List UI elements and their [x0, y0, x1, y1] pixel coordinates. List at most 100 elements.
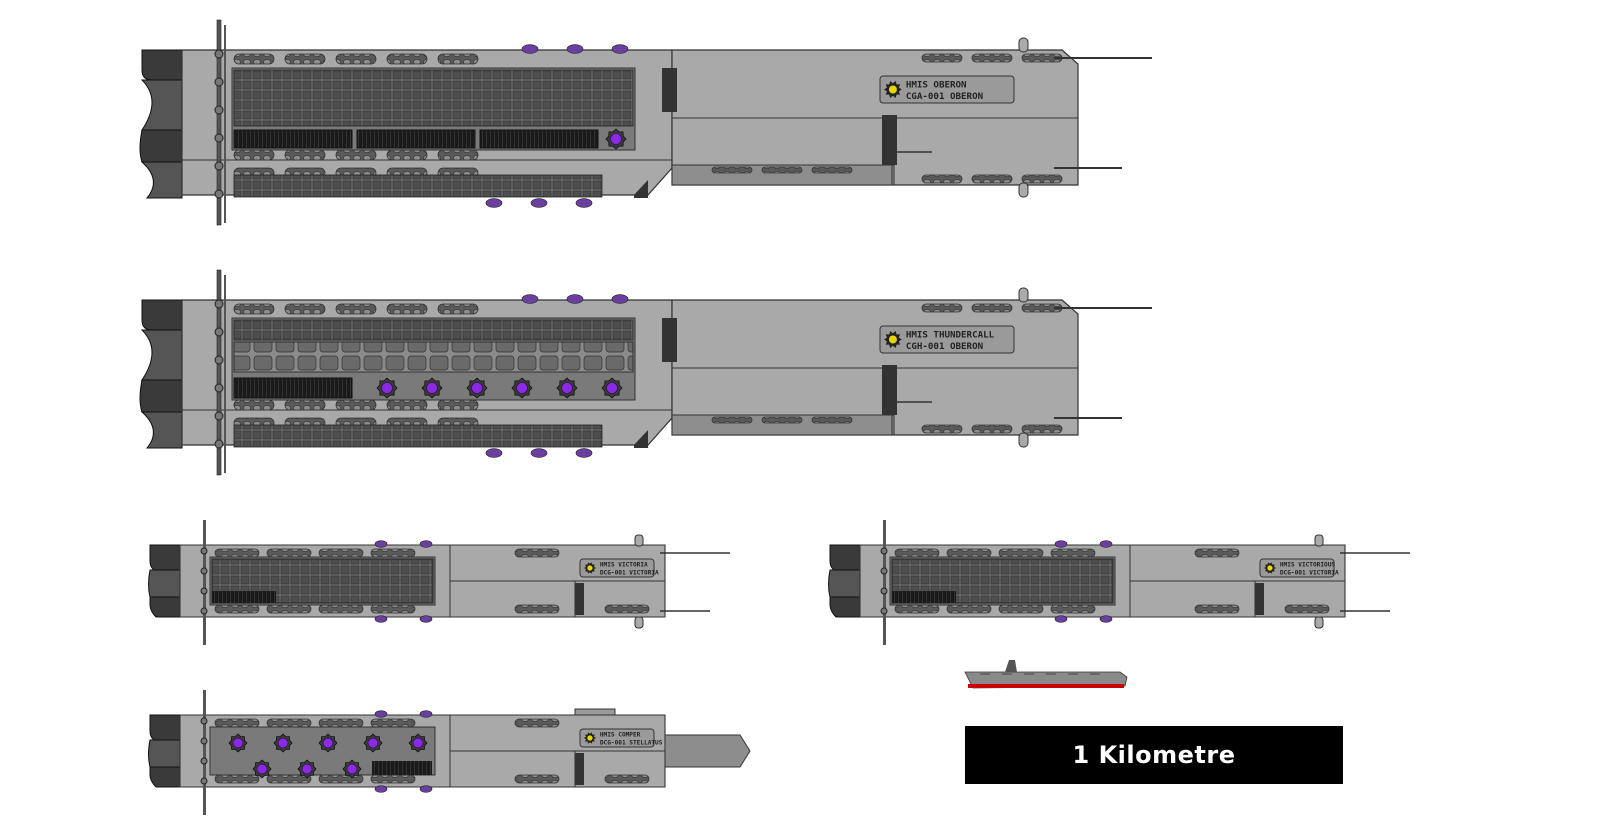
- vent-strip: [335, 149, 377, 161]
- hull-blister: [1099, 540, 1113, 548]
- mast-node: [214, 299, 224, 309]
- vent-strip: [811, 166, 853, 174]
- turret-dome: [256, 763, 268, 775]
- vent-strip: [233, 53, 275, 65]
- vent-strip: [811, 416, 853, 424]
- vent-strip: [214, 718, 260, 728]
- mast: [203, 690, 206, 815]
- vent-strip: [921, 53, 963, 63]
- vent-strip: [284, 149, 326, 161]
- hull-blister: [566, 44, 584, 54]
- hangar-bay: [356, 129, 476, 149]
- hull-blister: [374, 540, 388, 548]
- engine-nozzle: [139, 379, 183, 413]
- hull-blister: [419, 710, 433, 718]
- lower-grid: [233, 174, 603, 198]
- lower-grid: [233, 424, 603, 448]
- vent-strip: [971, 303, 1013, 313]
- vent-strip: [233, 149, 275, 161]
- vent-strip: [233, 303, 275, 315]
- bow-ram: [664, 734, 751, 768]
- hangar-bay: [479, 129, 599, 149]
- hull-blister: [374, 785, 388, 793]
- name-plate-frame: [1259, 558, 1335, 578]
- hull-blister: [419, 540, 433, 548]
- plate-line2: DCG-001 VICTORIA: [1280, 569, 1339, 576]
- vent-strip: [894, 604, 940, 614]
- mast: [216, 269, 222, 476]
- scale-bar: 1 Kilometre: [965, 726, 1343, 784]
- vent-strip: [437, 399, 479, 411]
- turret-dome: [381, 382, 393, 394]
- mast-node: [200, 757, 208, 765]
- vent-strip: [266, 548, 312, 558]
- vent-strip: [214, 774, 260, 784]
- mast-node: [214, 189, 224, 199]
- mast-node: [880, 567, 888, 575]
- sensor-pod: [1018, 287, 1029, 303]
- vent-strip: [370, 604, 416, 614]
- vent-strip: [1050, 548, 1096, 558]
- hull-blister: [485, 198, 503, 208]
- vent-strip: [998, 548, 1044, 558]
- turret-dome: [301, 763, 313, 775]
- turret-dome: [426, 382, 438, 394]
- mast-node: [214, 77, 224, 87]
- vent-strip: [266, 774, 312, 784]
- mast-node: [200, 717, 208, 725]
- vent-strip: [318, 774, 364, 784]
- vent-strip: [946, 548, 992, 558]
- emblem-core: [587, 735, 593, 741]
- fin: [1255, 583, 1264, 615]
- vent-strip: [946, 604, 992, 614]
- hull-blister: [530, 198, 548, 208]
- engine-nozzle: [139, 129, 183, 163]
- emblem-core: [888, 335, 897, 344]
- name-plate-frame: [579, 558, 655, 578]
- engine-nozzle: [141, 49, 183, 81]
- engine-nozzle: [140, 329, 183, 381]
- vent-strip: [284, 399, 326, 411]
- engine-nozzle: [140, 79, 183, 131]
- vent-strip: [386, 303, 428, 315]
- vent-strip: [370, 774, 416, 784]
- plate-line2: DCG-001 VICTORIA: [600, 569, 659, 576]
- hull-blister: [419, 785, 433, 793]
- engine-nozzle: [828, 569, 861, 598]
- cell-array: [233, 341, 634, 373]
- mast-node: [200, 587, 208, 595]
- vent-strip: [1284, 604, 1330, 614]
- fin: [575, 583, 584, 615]
- engine-nozzle: [829, 596, 861, 618]
- turret-dome: [561, 382, 573, 394]
- hull-blister: [530, 448, 548, 458]
- deck-structure: [574, 708, 616, 716]
- mast-node: [214, 161, 224, 171]
- vent-strip: [437, 53, 479, 65]
- hull-blister: [575, 198, 593, 208]
- hull-blister: [374, 615, 388, 623]
- hull-blister: [611, 44, 629, 54]
- scale-bar-label: 1 Kilometre: [1072, 741, 1236, 769]
- vent-strip: [971, 424, 1013, 434]
- vent-strip: [761, 416, 803, 424]
- turret-dome: [610, 133, 622, 145]
- hull-blister: [374, 710, 388, 718]
- turret-dome: [346, 763, 358, 775]
- hangar-bay: [372, 761, 432, 775]
- fin: [634, 180, 648, 198]
- vent-strip: [335, 53, 377, 65]
- vent-strip: [370, 718, 416, 728]
- reference-waterline: [968, 684, 1124, 688]
- vent-strip: [514, 604, 560, 614]
- turret-dome: [516, 382, 528, 394]
- plate-line1: HMIS VICTORIA: [600, 562, 648, 569]
- emblem-core: [587, 565, 593, 571]
- hull-blister: [1054, 540, 1068, 548]
